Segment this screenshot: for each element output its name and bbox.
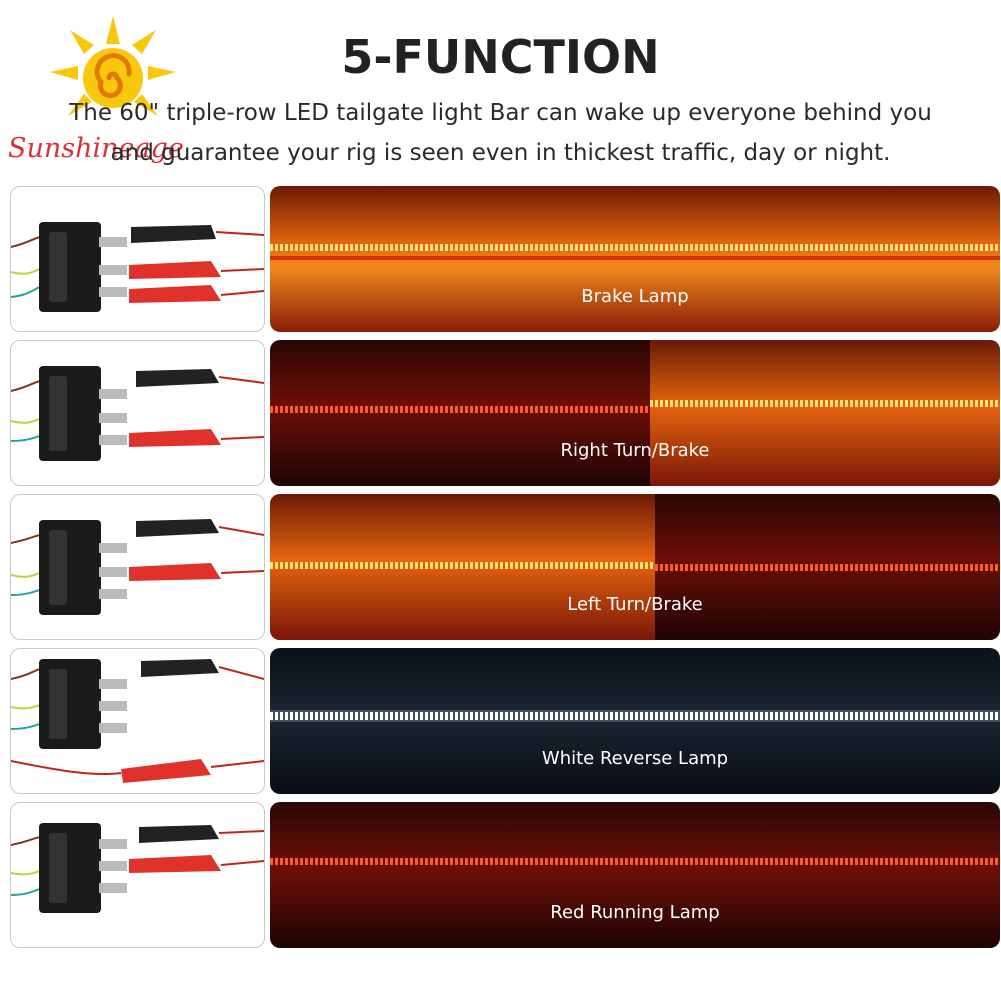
function-row-right-turn: Right Turn/Brake (10, 340, 1000, 486)
function-label: Brake Lamp (581, 286, 689, 307)
function-row-running: Red Running Lamp (10, 802, 1000, 948)
page-title: 5-FUNCTION (341, 30, 660, 84)
function-label: White Reverse Lamp (541, 748, 729, 769)
function-label: Red Running Lamp (550, 902, 720, 923)
connector-icon (11, 519, 264, 615)
alligator-clip-icon (129, 369, 264, 447)
sun-logo-icon (50, 16, 176, 116)
function-row-left-turn: Left Turn/Brake (10, 494, 1000, 640)
subtitle-line-1: The 60" triple-row LED tailgate light Ba… (69, 100, 932, 126)
function-label: Right Turn/Brake (560, 440, 710, 461)
connector-icon (11, 823, 264, 913)
function-row-reverse: White Reverse Lamp (10, 648, 1000, 794)
alligator-clip-icon (129, 519, 264, 581)
wiring-diagram (10, 802, 265, 948)
led-panel-reverse: White Reverse Lamp (270, 648, 1000, 794)
wiring-diagram (10, 340, 265, 486)
subtitle-line-2: and guarantee your rig is seen even in t… (110, 140, 891, 166)
function-row-brake: Brake Lamp (10, 186, 1000, 332)
alligator-clip-icon (11, 659, 264, 783)
connector-icon (11, 222, 264, 312)
function-label: Left Turn/Brake (567, 594, 703, 615)
led-panel-right-turn: Right Turn/Brake (270, 340, 1000, 486)
wiring-diagram (10, 186, 265, 332)
led-panel-left-turn: Left Turn/Brake (270, 494, 1000, 640)
watermark-text: Sunshineage (8, 133, 184, 164)
connector-icon (11, 659, 264, 783)
wiring-diagram (10, 494, 265, 640)
led-panel-running: Red Running Lamp (270, 802, 1000, 948)
led-panel-brake: Brake Lamp (270, 186, 1000, 332)
connector-icon (11, 366, 264, 461)
alligator-clip-icon (129, 225, 264, 303)
alligator-clip-icon (129, 825, 264, 873)
wiring-diagram (10, 648, 265, 794)
